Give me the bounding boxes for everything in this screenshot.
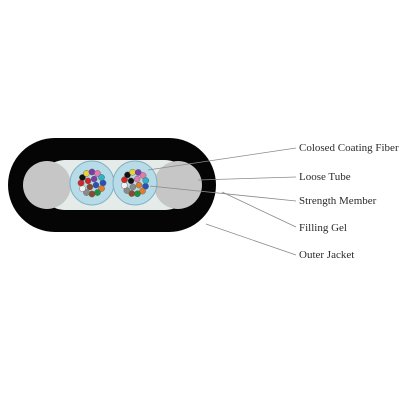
- loose-tube-left: [69, 160, 115, 206]
- fiber: [86, 183, 94, 191]
- leader-line-strength-member: [149, 185, 297, 202]
- fiber: [134, 169, 142, 176]
- fiber: [134, 190, 141, 198]
- fiber: [121, 176, 128, 184]
- fiber: [98, 174, 105, 181]
- leader-line-loose-tube: [197, 176, 297, 181]
- fiber: [79, 174, 86, 181]
- fiber: [90, 175, 98, 183]
- fiber: [98, 185, 105, 192]
- loose-tube-right: [112, 160, 158, 206]
- fiber: [94, 170, 101, 177]
- fiber: [88, 168, 96, 176]
- label-loose-tube: Loose Tube: [299, 171, 351, 183]
- label-colosed-coating-fiber: Colosed Coating Fiber: [299, 142, 399, 154]
- fiber: [83, 170, 90, 177]
- strength-member-right: [154, 161, 202, 209]
- leader-line-outer-jacket: [205, 223, 297, 256]
- strength-member-left: [23, 161, 71, 209]
- label-filling-gel: Filling Gel: [299, 222, 347, 234]
- fiber: [142, 177, 150, 184]
- fiber: [99, 179, 107, 187]
- leader-line-colosed-coating-fiber: [147, 147, 297, 171]
- fiber: [129, 183, 137, 191]
- fiber: [92, 181, 100, 189]
- label-outer-jacket: Outer Jacket: [299, 249, 355, 261]
- fiber: [128, 190, 136, 197]
- fiber: [129, 168, 136, 176]
- fiber: [83, 189, 90, 196]
- fiber: [120, 182, 128, 189]
- fiber: [135, 181, 143, 189]
- fiber: [133, 175, 141, 183]
- fiber: [88, 190, 96, 198]
- fiber: [127, 177, 135, 185]
- fiber: [94, 189, 101, 196]
- fiber: [79, 185, 86, 192]
- fiber: [77, 179, 85, 187]
- leader-line-filling-gel: [221, 191, 297, 228]
- label-strength-member: Strength Member: [299, 195, 377, 207]
- fiber: [84, 177, 92, 185]
- fiber-bundle-right: [120, 168, 150, 198]
- fiber-bundle-left: [77, 168, 107, 198]
